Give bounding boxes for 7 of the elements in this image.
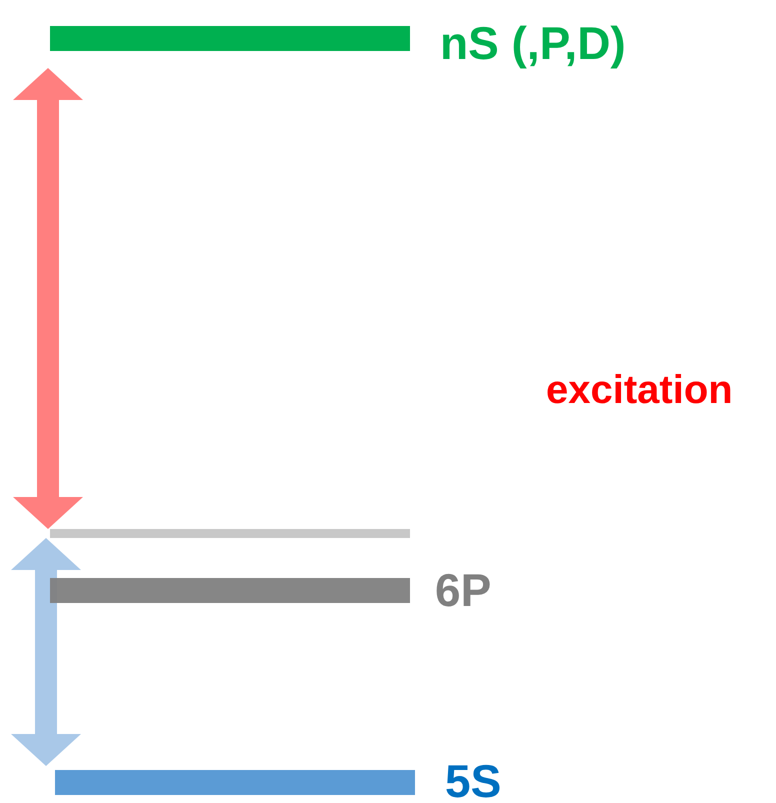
double-arrow (11, 538, 81, 766)
level-label: 6P (435, 565, 492, 615)
level-label: 5S (445, 756, 502, 803)
double-arrow (13, 68, 83, 529)
transition-label: excitation (546, 368, 733, 412)
energy-level-bar (50, 529, 410, 538)
level-label: nS (,P,D) (440, 18, 626, 68)
